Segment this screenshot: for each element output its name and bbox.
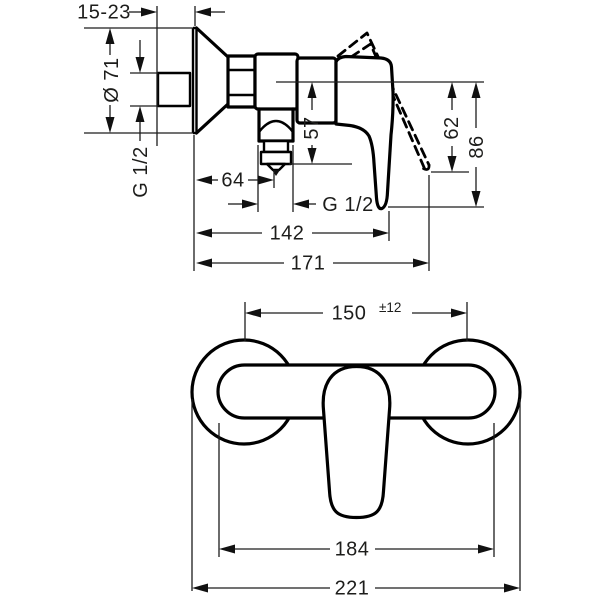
handle-front-outline	[321, 364, 392, 520]
dim-body-height: 57	[301, 82, 323, 164]
dim-label-connection-tolerance: ±12	[379, 300, 401, 315]
dim-label-escutcheon-diameter: Ø 71	[101, 57, 123, 102]
wall-supply-nipple	[156, 71, 192, 108]
valve-section	[295, 56, 338, 125]
dim-escutcheon-diameter: Ø 71	[101, 28, 123, 133]
dim-label-connection-spacing: 150	[332, 303, 367, 325]
front-view: 150 ±12 184 221	[190, 300, 522, 600]
dim-label-depth-overall: 171	[291, 253, 326, 275]
dim-outlet-thread: G 1/2	[228, 194, 373, 216]
dim-wall-clearance: 15-23	[77, 2, 225, 24]
dim-depth-closed-handle: 142	[196, 223, 389, 245]
dim-label-body-height: 57	[301, 116, 323, 139]
dim-label-depth-handle-tip: 86	[466, 135, 488, 158]
dim-overall-width: 221	[192, 578, 520, 600]
escutcheon	[191, 26, 230, 135]
union-nut	[226, 54, 257, 109]
dim-label-depth-open-handle: 62	[441, 116, 463, 139]
dim-depth-handle-tip: 86	[466, 82, 488, 207]
front-view-reference-lines	[191, 302, 521, 591]
dim-body-width: 184	[219, 539, 494, 561]
dim-label-inlet-thread: G 1/2	[130, 146, 152, 197]
dim-label-body-width: 184	[335, 539, 370, 561]
handle-open-dashed-outline	[336, 31, 431, 171]
dim-label-depth-closed-handle: 142	[270, 223, 305, 245]
dim-outlet-offset: 64	[196, 170, 274, 192]
dim-depth-open-handle: 62	[441, 82, 463, 172]
dim-label-outlet-offset: 64	[221, 170, 244, 192]
dim-connection-spacing: 150 ±12	[245, 300, 467, 325]
dim-label-wall-clearance: 15-23	[77, 2, 131, 24]
dim-depth-overall: 171	[196, 253, 429, 275]
outlet-drip-tip	[272, 170, 280, 176]
dim-label-overall-width: 221	[335, 578, 370, 600]
side-view-reference-lines	[84, 6, 484, 271]
shower-outlet	[257, 107, 295, 176]
side-view: 15-23 Ø 71 G 1/2 57	[77, 2, 488, 275]
dim-inlet-thread: G 1/2	[130, 40, 152, 198]
handle-closed-outline	[334, 54, 395, 211]
dim-label-outlet-thread: G 1/2	[322, 194, 373, 216]
